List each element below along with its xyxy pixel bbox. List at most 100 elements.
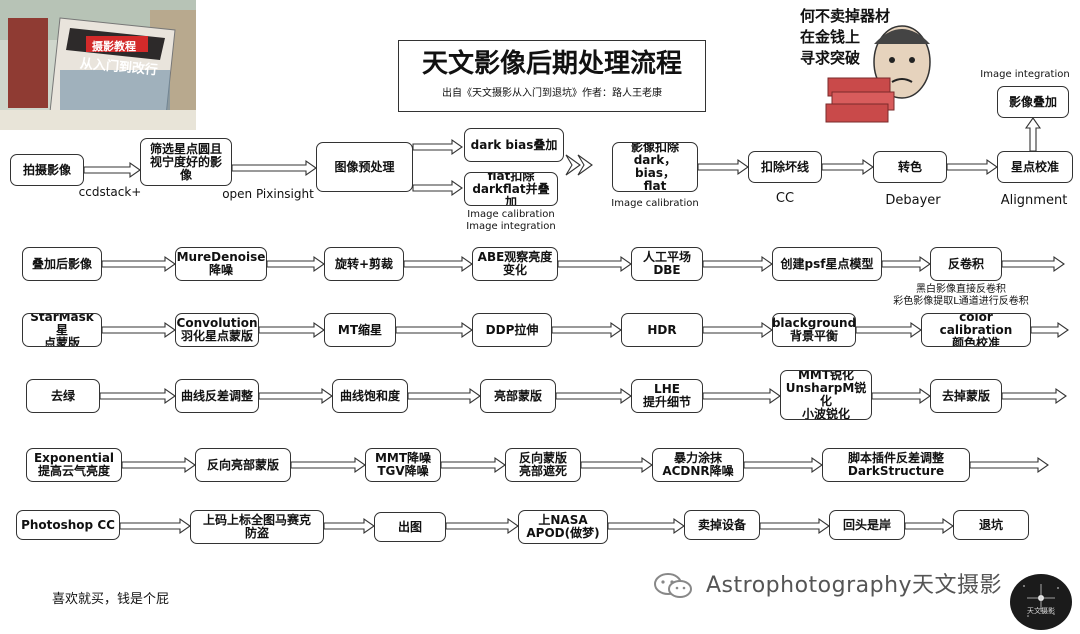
- arrow-r2-7: [1001, 255, 1065, 273]
- node-r5-6: 脚本插件反差调整 DarkStructure: [822, 448, 970, 482]
- label-deconv-note: 黑白影像直接反卷积 彩色影像提取L通道进行反卷积: [893, 284, 1029, 307]
- node-r1-6: 扣除坏线: [748, 151, 822, 183]
- arrow-r3-6: [855, 321, 922, 339]
- node-r6-1: Photoshop CC: [16, 510, 120, 540]
- arrow-r5-1: [121, 456, 196, 474]
- page-subtitle: 出自《天文摄影从入门到退坑》作者：路人王老康: [442, 88, 662, 99]
- arrow-r1-merge: [565, 154, 593, 176]
- arrow-r6-5: [759, 517, 830, 535]
- meme-caption: 何不卖掉器材 在金钱上 寻求突破: [800, 7, 891, 67]
- arrow-r3-2: [258, 321, 325, 339]
- node-r2-5: 人工平场 DBE: [631, 247, 703, 281]
- arrow-r3-5: [702, 321, 773, 339]
- watermark-text: Astrophotography天文摄影: [706, 573, 1003, 598]
- node-r5-3: MMT降噪 TGV降噪: [365, 448, 441, 482]
- arrow-r3-3: [395, 321, 473, 339]
- arrow-r5-6: [969, 456, 1049, 474]
- node-r3-6: blackground 背景平衡: [772, 313, 856, 347]
- arrow-r2-4: [557, 255, 632, 273]
- node-r4-3: 曲线饱和度: [332, 379, 408, 413]
- label-pixinsight: open Pixinsight: [222, 187, 314, 201]
- arrow-r1-3a: [412, 138, 463, 156]
- label-cc: CC: [775, 191, 795, 206]
- node-r6-4: 上NASA APOD(做梦): [518, 510, 608, 544]
- node-r3-4: DDP拉伸: [472, 313, 552, 347]
- node-r4-2: 曲线反差调整: [175, 379, 259, 413]
- arrow-r1-1: [83, 161, 141, 179]
- node-r6-6: 回头是岸: [829, 510, 905, 540]
- arrow-r6-2: [323, 517, 375, 535]
- node-r1-5: 影像扣除 dark，bias， flat: [612, 142, 698, 192]
- node-r2-2: MureDenoise 降噪: [175, 247, 267, 281]
- node-r3-7: color calibration 颜色校准: [921, 313, 1031, 347]
- arrow-r6-3: [445, 517, 519, 535]
- label-ccdstack: ccdstack+: [78, 185, 142, 199]
- node-r3-2: Convolution 羽化星点蒙版: [175, 313, 259, 347]
- node-r4-6: MMT锐化 UnsharpM锐化 小波锐化: [780, 370, 872, 420]
- logo-text: 天文摄影: [1027, 607, 1055, 615]
- label-integration: Image integration: [980, 69, 1070, 80]
- arrow-r3-1: [101, 321, 176, 339]
- arrow-r3-4: [551, 321, 622, 339]
- meme-image: 何不卖掉器材 在金钱上 寻求突破: [790, 0, 940, 125]
- node-r1-4a: dark bias叠加: [464, 128, 564, 162]
- node-r1-3: 图像预处理: [316, 142, 413, 192]
- node-r1-8: 星点校准: [997, 151, 1073, 183]
- wechat-icon: [654, 573, 692, 598]
- arrow-r2-1: [101, 255, 176, 273]
- node-r4-7: 去掉蒙版: [930, 379, 1002, 413]
- footer-note: 喜欢就买，钱是个屁: [52, 592, 170, 607]
- arrow-r5-2: [290, 456, 366, 474]
- node-r1-1: 拍摄影像: [10, 154, 84, 186]
- arrow-r4-1: [99, 387, 176, 405]
- label-calib-integ: Image calibration Image integration: [466, 209, 556, 232]
- node-r2-6: 创建psf星点模型: [772, 247, 882, 281]
- node-r2-7: 反卷积: [930, 247, 1002, 281]
- node-r4-4: 亮部蒙版: [480, 379, 556, 413]
- book-label: 摄影教程: [92, 40, 136, 53]
- node-r3-1: StarMask星 点蒙版: [22, 313, 102, 347]
- arrow-r1-3b: [412, 179, 463, 197]
- node-r1-2: 筛选星点圆且 视宁度好的影 像: [140, 138, 232, 186]
- node-r2-4: ABE观察亮度 变化: [472, 247, 558, 281]
- arrow-r4-4: [555, 387, 632, 405]
- arrow-r4-2: [258, 387, 333, 405]
- arrow-r5-5: [743, 456, 823, 474]
- node-r1-7: 转色: [873, 151, 947, 183]
- node-r3-3: MT缩星: [324, 313, 396, 347]
- node-r1-4b: flat扣除 darkflat并叠加: [464, 172, 558, 206]
- node-r5-1: Exponential 提高云气亮度: [26, 448, 122, 482]
- arrow-r2-6: [881, 255, 931, 273]
- node-r6-7: 退坑: [953, 510, 1029, 540]
- arrow-r4-3: [407, 387, 481, 405]
- node-r3-5: HDR: [621, 313, 703, 347]
- label-calib: Image calibration: [611, 198, 699, 209]
- arrow-r1-7: [946, 158, 998, 176]
- arrow-r4-7: [1001, 387, 1067, 405]
- logo: 天文摄影: [1010, 574, 1072, 630]
- node-r2-3: 旋转+剪裁: [324, 247, 404, 281]
- arrow-r3-7: [1030, 321, 1069, 339]
- node-r6-5: 卖掉设备: [684, 510, 760, 540]
- arrow-r1-up: [1024, 117, 1042, 152]
- node-r5-4: 反向蒙版 亮部遮死: [505, 448, 581, 482]
- arrow-r2-2: [266, 255, 325, 273]
- arrow-r5-4: [580, 456, 653, 474]
- arrow-r1-2: [231, 159, 317, 177]
- arrow-r4-5: [702, 387, 781, 405]
- node-r6-2: 上码上标全图马赛克 防盗: [190, 510, 324, 544]
- node-r2-1: 叠加后影像: [22, 247, 102, 281]
- node-r1-9: 影像叠加: [997, 86, 1069, 118]
- arrow-r6-1: [119, 517, 191, 535]
- node-r6-3: 出图: [374, 512, 446, 542]
- title-box: 天文影像后期处理流程 出自《天文摄影从入门到退坑》作者：路人王老康: [398, 40, 706, 112]
- label-alignment: Alignment: [1000, 193, 1068, 208]
- arrow-r5-3: [440, 456, 506, 474]
- book-photo: 摄影教程 从入门到改行: [0, 0, 196, 130]
- node-r4-5: LHE 提升细节: [631, 379, 703, 413]
- node-r5-2: 反向亮部蒙版: [195, 448, 291, 482]
- arrow-r1-6: [821, 158, 874, 176]
- arrow-r6-6: [904, 517, 954, 535]
- node-r5-5: 暴力涂抹 ACDNR降噪: [652, 448, 744, 482]
